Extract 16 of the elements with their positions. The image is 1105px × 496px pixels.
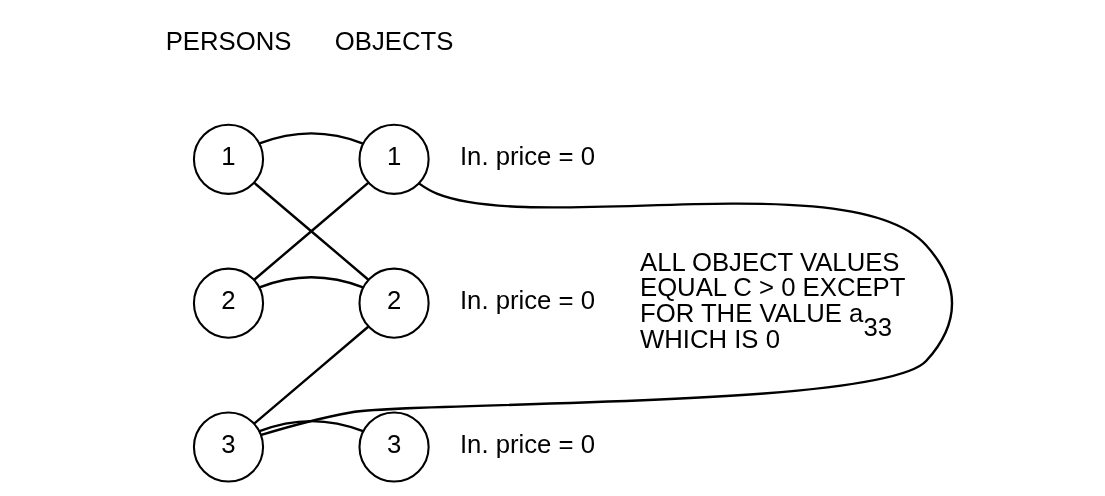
connector (259, 275, 364, 288)
connector (259, 131, 364, 145)
node-label: In. price = 0 (459, 429, 595, 458)
node-circle: 2 (192, 267, 265, 339)
connector (253, 325, 369, 424)
label: OBJECTS (334, 26, 454, 55)
node-label: In. price = 0 (459, 141, 595, 170)
label: PERSONS (165, 26, 292, 55)
connector (260, 182, 954, 436)
node-circle: 1 (192, 123, 265, 195)
node-label: In. price = 0 (459, 285, 595, 314)
node-circle: 2 (358, 267, 430, 339)
connector (259, 419, 364, 432)
node-circle: 3 (358, 410, 430, 483)
node-circle: 1 (358, 123, 430, 195)
node-circle: 3 (192, 410, 265, 483)
